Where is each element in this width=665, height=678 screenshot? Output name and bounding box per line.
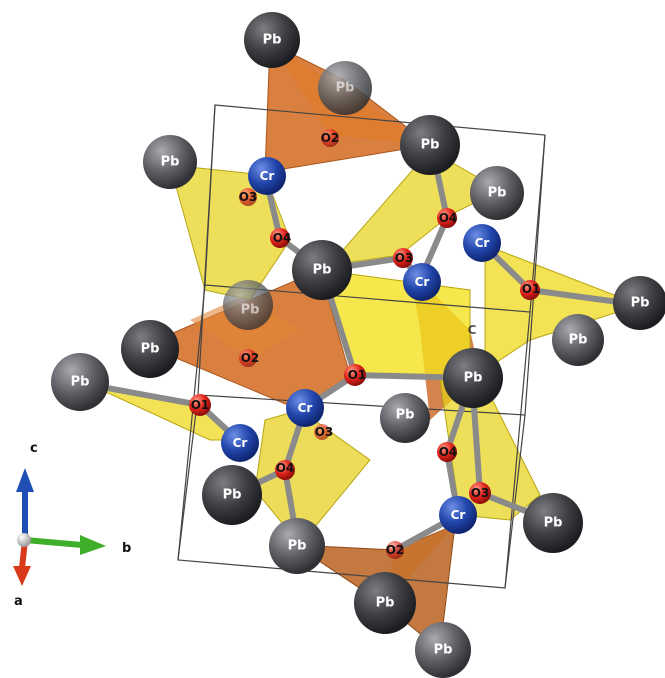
o-atom xyxy=(437,442,457,462)
label-o1: O1 xyxy=(522,282,541,296)
c-axis-arrow-icon xyxy=(16,468,34,492)
label-pb: Pb xyxy=(336,81,355,96)
label-o3: O3 xyxy=(395,251,414,265)
axis-indicator: c b a xyxy=(13,441,131,609)
label-pb: Pb xyxy=(488,186,507,201)
axis-label-c: c xyxy=(30,441,38,456)
pb-atom xyxy=(552,314,604,366)
atom-labels: Pb Pb Pb Pb Pb Pb Pb Pb Pb Pb Pb Pb Pb P… xyxy=(71,33,650,658)
o-atom xyxy=(520,280,540,300)
cr-atom xyxy=(439,496,477,534)
pb-atom xyxy=(202,465,262,525)
pb-atom xyxy=(470,166,524,220)
o-atom xyxy=(275,460,295,480)
cro4-tetrahedra xyxy=(79,149,642,546)
label-pb: Pb xyxy=(569,333,588,348)
label-pb: Pb xyxy=(396,408,415,423)
pb-atom xyxy=(415,622,471,678)
label-pb: Pb xyxy=(288,539,307,554)
pb-atoms-back xyxy=(223,61,604,443)
pb-atom xyxy=(523,493,583,553)
label-c-partial: C xyxy=(468,323,477,337)
label-cr: Cr xyxy=(451,508,466,522)
label-cr: Cr xyxy=(475,236,490,250)
o-atom xyxy=(239,349,257,367)
axis-origin xyxy=(17,533,31,547)
pb-atom xyxy=(244,12,300,68)
label-cr: Cr xyxy=(260,169,275,183)
o-atom xyxy=(344,364,366,386)
label-pb: Pb xyxy=(241,303,260,318)
label-pb: Pb xyxy=(263,33,282,48)
a-axis-arrow-icon xyxy=(13,566,31,586)
label-o4: O4 xyxy=(439,211,458,225)
cr-atom xyxy=(463,224,501,262)
pb-atom xyxy=(223,280,273,330)
label-pb: Pb xyxy=(434,643,453,658)
label-pb: Pb xyxy=(464,371,483,386)
label-cr: Cr xyxy=(415,275,430,289)
pb-atom xyxy=(613,276,665,330)
cr-atom xyxy=(286,389,324,427)
label-o1: O1 xyxy=(348,368,367,382)
label-o2: O2 xyxy=(241,351,260,365)
axis-label-a: a xyxy=(14,594,23,609)
o-atom xyxy=(469,482,491,504)
label-o3: O3 xyxy=(239,190,258,204)
pb-atom xyxy=(292,240,352,300)
pb-atom xyxy=(121,320,179,378)
label-o4: O4 xyxy=(273,231,292,245)
pb-atom xyxy=(318,61,372,115)
pb-atom xyxy=(143,135,197,189)
label-pb: Pb xyxy=(141,342,160,357)
label-o4: O4 xyxy=(276,461,295,475)
cr-atom xyxy=(221,424,259,462)
cr-atom xyxy=(248,157,286,195)
o-atom xyxy=(239,188,257,206)
label-pb: Pb xyxy=(223,488,242,503)
label-o3: O3 xyxy=(471,486,490,500)
label-o2: O2 xyxy=(386,543,405,557)
pb-atom xyxy=(51,353,109,411)
cr-atom xyxy=(403,263,441,301)
label-o2: O2 xyxy=(321,131,340,145)
pb-atom xyxy=(400,115,460,175)
o-atom xyxy=(393,248,413,268)
pb-atoms-front xyxy=(51,12,665,678)
o-atoms xyxy=(189,129,540,559)
pb-atom xyxy=(380,393,430,443)
o-atom xyxy=(270,228,290,248)
o-atom xyxy=(314,424,330,440)
o-atom xyxy=(189,394,211,416)
label-o1: O1 xyxy=(191,398,210,412)
label-pb: Pb xyxy=(376,596,395,611)
label-pb: Pb xyxy=(631,296,650,311)
b-axis-arrow-icon xyxy=(80,535,106,555)
pb-atom xyxy=(354,572,416,634)
label-o4: O4 xyxy=(439,445,458,459)
pb-atom xyxy=(269,518,325,574)
label-pb: Pb xyxy=(544,516,563,531)
label-cr: Cr xyxy=(298,401,313,415)
axis-label-b: b xyxy=(122,541,131,556)
o-atom xyxy=(386,541,404,559)
pb-atom xyxy=(443,348,503,408)
label-cr: Cr xyxy=(233,436,248,450)
o-atom xyxy=(321,129,339,147)
label-o3: O3 xyxy=(315,425,334,439)
label-pb: Pb xyxy=(71,375,90,390)
o-atom xyxy=(437,208,457,228)
label-pb: Pb xyxy=(421,138,440,153)
label-pb: Pb xyxy=(161,155,180,170)
cr-atoms xyxy=(221,157,501,534)
label-pb: Pb xyxy=(313,263,332,278)
